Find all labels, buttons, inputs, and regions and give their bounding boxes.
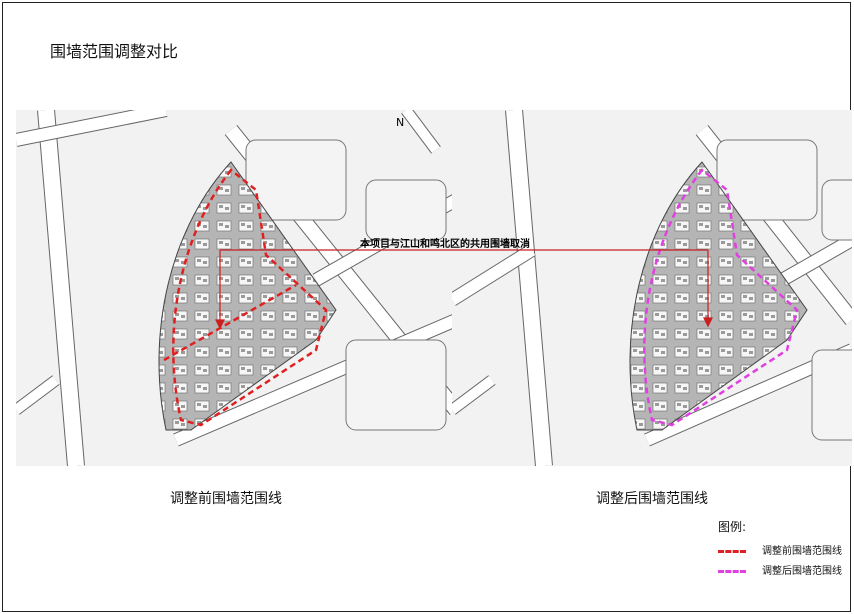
legend-swatch-after (718, 569, 746, 573)
north-arrow-label: N (396, 116, 405, 129)
page-title: 围墙范围调整对比 (50, 42, 179, 61)
legend-label-before: 调整前围墙范围线 (762, 546, 842, 557)
legend-swatch-before (718, 549, 746, 553)
map-before (16, 110, 456, 466)
boundary-before (163, 168, 328, 427)
map-after (452, 110, 852, 466)
caption-before: 调整前围墙范围线 (170, 491, 282, 507)
parcels-after (716, 139, 852, 441)
annotation-arrow-left (215, 249, 456, 330)
annotation-text: 本项目与江山和鸣北区的共用围墙取消 (360, 239, 530, 250)
legend-item-after: 调整后围墙范围线 (718, 562, 842, 578)
legend-label-after: 调整后围墙范围线 (762, 566, 842, 577)
site-block-after (629, 161, 808, 431)
road-network-after (452, 110, 852, 466)
boundary-after (643, 168, 799, 427)
legend-title: 图例: (718, 520, 747, 534)
parcels (245, 139, 447, 431)
legend-item-before: 调整前围墙范围线 (718, 542, 842, 558)
annotation-arrow-right (452, 249, 713, 328)
caption-after: 调整后围墙范围线 (596, 491, 708, 507)
site-block (158, 161, 337, 431)
map-after-svg (452, 110, 852, 466)
map-before-svg (16, 110, 456, 466)
